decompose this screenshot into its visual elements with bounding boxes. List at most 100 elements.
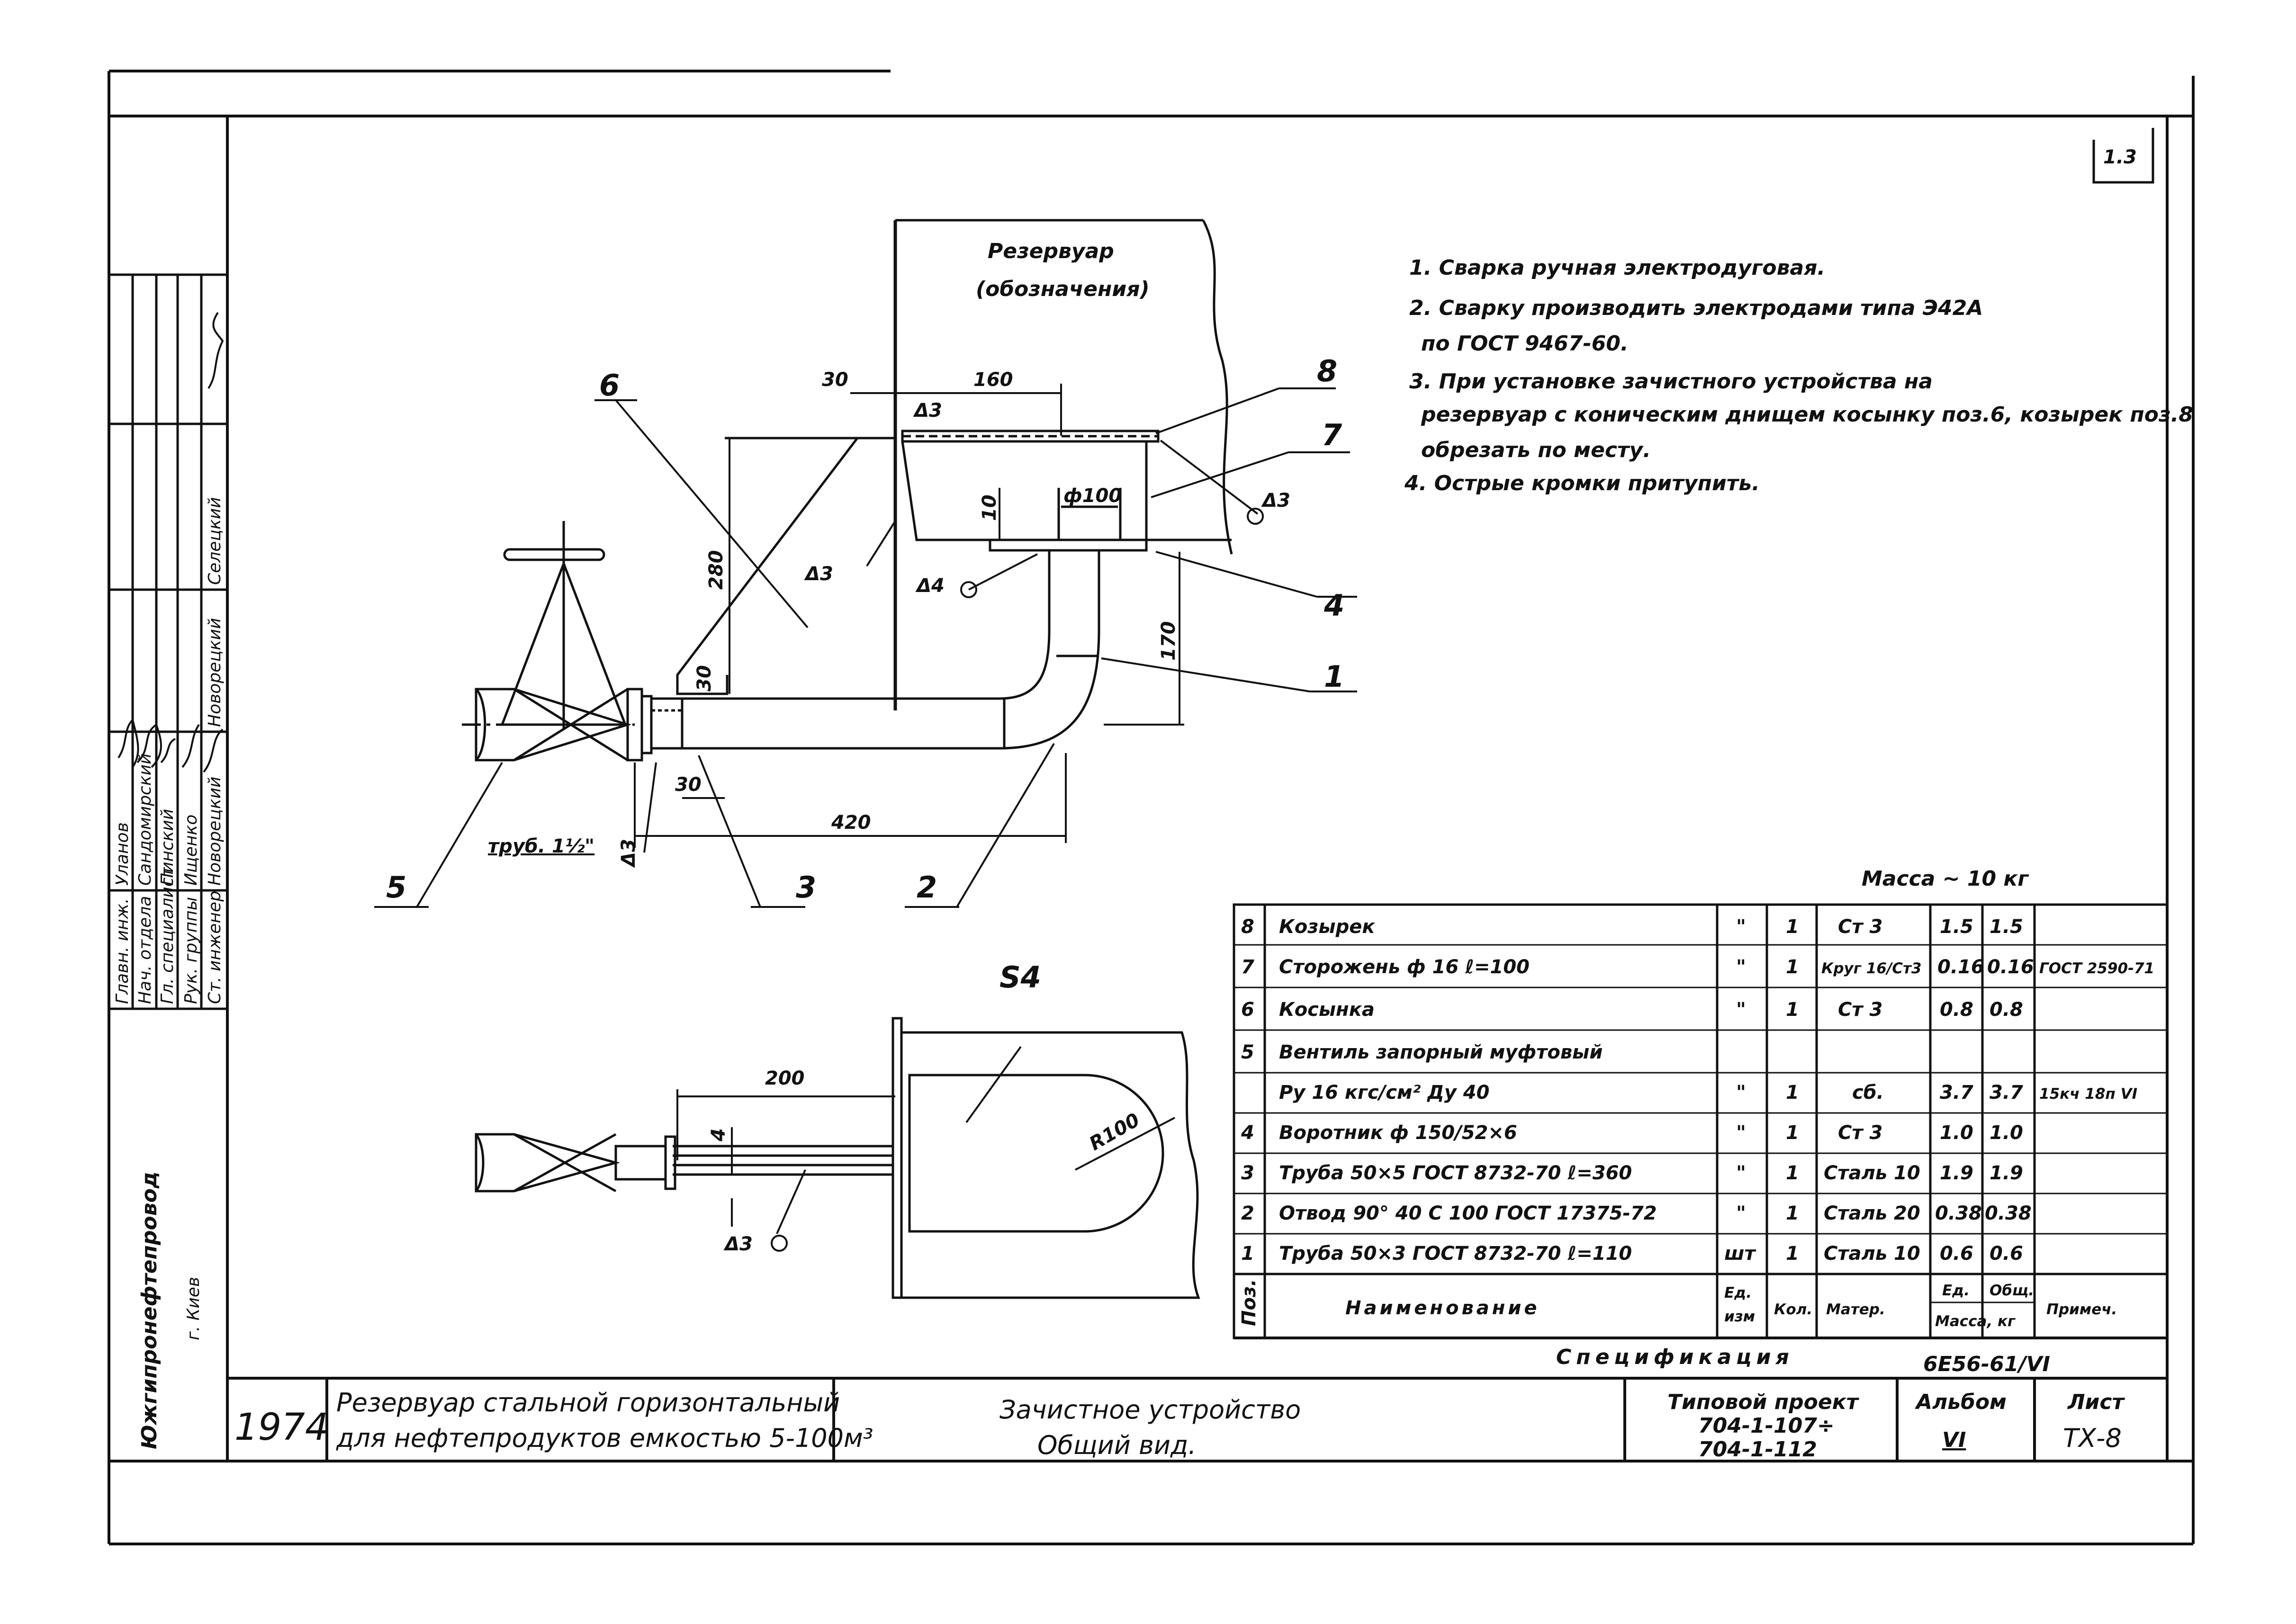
notes: 1. Сварка ручная электродуговая. 2. Свар… [1404, 256, 2193, 495]
svg-text:4: 4 [1241, 1122, 1254, 1144]
dim-280: 280 [705, 550, 727, 590]
svg-text:Селецкий: Селецкий [205, 497, 225, 585]
svg-text:1.5: 1.5 [1940, 916, 1973, 938]
dim-10: 10 [979, 494, 1000, 521]
weld-marks-top [643, 440, 1264, 853]
svg-text:Козырек: Козырек [1279, 916, 1375, 938]
callout-2: 2 [917, 870, 937, 905]
svg-text:Сталь 10: Сталь 10 [1824, 1162, 1920, 1184]
svg-text:Рук. группы: Рук. группы [181, 897, 201, 1004]
svg-text:Труба 50×5 ГОСТ 8732-70 ℓ=36: Труба 50×5 ГОСТ 8732-70 ℓ=360 [1279, 1162, 1632, 1184]
album-label: Альбом [1915, 1390, 2007, 1414]
svg-text:Новорецкий: Новорецкий [205, 777, 225, 886]
weld-mark-1: Δ3 [913, 400, 942, 422]
org-city: г. Киев [184, 1277, 203, 1340]
svg-text:Ру 16 кгс/см² Ду 40: Ру 16 кгс/см² Ду 40 [1279, 1082, 1489, 1104]
svg-text:": " [1736, 999, 1746, 1021]
svg-text:Наименование: Наименование [1345, 1297, 1540, 1319]
table-row: 7 Сторожень ф 16 ℓ=100 " 1 Круг 16/Ст3 0… [1241, 956, 2154, 978]
weld-mark-2: Δ3 [1261, 490, 1290, 511]
svg-text:1.5: 1.5 [1990, 916, 2023, 938]
sheet-corner-label: 1.3 [2103, 146, 2137, 168]
project-2: 704-1-112 [1698, 1437, 1817, 1462]
title-block-grid [227, 1377, 2167, 1461]
title-object-1: Резервуар стальной горизонтальный [336, 1388, 840, 1418]
svg-text:1: 1 [1786, 999, 1799, 1021]
tank-label: Резервуар [988, 239, 1114, 263]
svg-text:Поз.: Поз. [1238, 1279, 1260, 1326]
note-1: 1. Сварка ручная электродуговая. [1409, 256, 1825, 280]
svg-text:Труба 50×3 ГОСТ 8732-70 ℓ=11: Труба 50×3 ГОСТ 8732-70 ℓ=110 [1279, 1243, 1632, 1265]
svg-text:Новорецкий: Новорецкий [205, 618, 225, 727]
callout-5: 5 [386, 870, 406, 905]
svg-text:Нач. отдела: Нач. отдела [135, 896, 155, 1004]
note-4: 4. Острые кромки притупить. [1404, 471, 1760, 495]
sheet-frame [108, 70, 2195, 1545]
svg-text:": " [1736, 1202, 1746, 1224]
note-2-cont: по ГОСТ 9467-60. [1421, 332, 1629, 356]
svg-text:Воротник ф 150/52×6: Воротник ф 150/52×6 [1279, 1122, 1517, 1144]
note-3-cont: резервуар с коническим днищем косынку по… [1421, 403, 2193, 427]
svg-text:Гл. специалист: Гл. специалист [158, 867, 177, 1004]
svg-text:Примеч.: Примеч. [2046, 1301, 2117, 1318]
svg-text:шт: шт [1724, 1243, 1756, 1265]
svg-text:Пинский: Пинский [158, 809, 177, 886]
svg-text:1: 1 [1786, 956, 1799, 978]
project-1: 704-1-107÷ [1698, 1414, 1835, 1438]
svg-text:2: 2 [1241, 1202, 1254, 1224]
svg-text:1: 1 [1786, 1162, 1799, 1184]
svg-text:Ст. инженер: Ст. инженер [205, 891, 225, 1004]
svg-text:1.9: 1.9 [1940, 1162, 1973, 1184]
dim-4: 4 [708, 1128, 729, 1142]
svg-text:1.0: 1.0 [1990, 1122, 2023, 1144]
svg-text:Главн. инж.: Главн. инж. [113, 898, 132, 1004]
callout-3: 3 [796, 870, 816, 905]
sump-box [901, 430, 1232, 552]
svg-text:15кч 18п VI: 15кч 18п VI [2039, 1086, 2137, 1103]
weld-mark-bottom: Δ3 [723, 1233, 753, 1255]
svg-text:0.6: 0.6 [1990, 1243, 2023, 1265]
spec-rows: 8 Козырек " 1 Ст 3 1.5 1.5 7 Сторожень ф… [1238, 916, 2154, 1376]
dimensions-top [634, 384, 1184, 848]
dim-160: 160 [973, 369, 1013, 391]
svg-text:0.38: 0.38 [1935, 1202, 1982, 1224]
svg-text:8: 8 [1241, 916, 1254, 938]
svg-text:Сталь 10: Сталь 10 [1824, 1243, 1920, 1265]
svg-text:Ст 3: Ст 3 [1838, 916, 1882, 938]
svg-text:Ст 3: Ст 3 [1838, 999, 1882, 1021]
svg-text:Сталь 20: Сталь 20 [1824, 1202, 1920, 1224]
dim-r100: R100 [1086, 1109, 1143, 1155]
side-stamp: Главн. инж. Нач. отдела Гл. специалист Р… [113, 497, 225, 1449]
plan-view [475, 1017, 1200, 1299]
mass-label: Масса ~ 10 кг [1862, 867, 2029, 891]
note-3-end: обрезать по месту. [1421, 438, 1651, 462]
svg-text:Круг 16/Ст3: Круг 16/Ст3 [1821, 960, 1921, 977]
table-row: 5 Вентиль запорный муфтовый [1241, 1041, 1603, 1063]
svg-text:1: 1 [1786, 1082, 1799, 1104]
table-row: 2 Отвод 90° 40 С 100 ГОСТ 17375-72 " 1 С… [1241, 1202, 2032, 1224]
sheet-value: ТХ-8 [2063, 1423, 2122, 1453]
table-row: 4 Воротник ф 150/52×6 " 1 Ст 3 1.0 1.0 [1241, 1122, 2023, 1144]
title-drawing-2: Общий вид. [1037, 1430, 1196, 1460]
svg-text:Уланов: Уланов [113, 822, 132, 886]
dimensions-bottom [676, 1046, 1175, 1252]
dim-dia-100: ф100 [1063, 485, 1122, 507]
dim-420: 420 [831, 812, 871, 834]
title-object-2: для нефтепродуктов емкостью 5-100м³ [336, 1423, 873, 1453]
svg-text:1: 1 [1786, 916, 1799, 938]
svg-text:1.9: 1.9 [1990, 1162, 2023, 1184]
signatures [117, 312, 224, 773]
side-stamp-grid [109, 273, 227, 1010]
svg-text:0.16: 0.16 [1987, 956, 2034, 978]
callout-1: 1 [1324, 659, 1344, 694]
svg-text:Масса, кг: Масса, кг [1935, 1313, 2016, 1330]
svg-text:": " [1736, 1122, 1746, 1144]
weld-mark-3: Δ3 [804, 563, 833, 585]
svg-text:Матер.: Матер. [1826, 1301, 1885, 1318]
pipe-label: труб. 1½" [488, 835, 594, 857]
sheet-corner-mark: 1.3 [2092, 128, 2154, 184]
svg-text:": " [1736, 1082, 1746, 1104]
svg-text:Сторожень ф 16 ℓ=100: Сторожень ф 16 ℓ=100 [1279, 956, 1530, 978]
svg-text:6: 6 [1241, 999, 1254, 1021]
